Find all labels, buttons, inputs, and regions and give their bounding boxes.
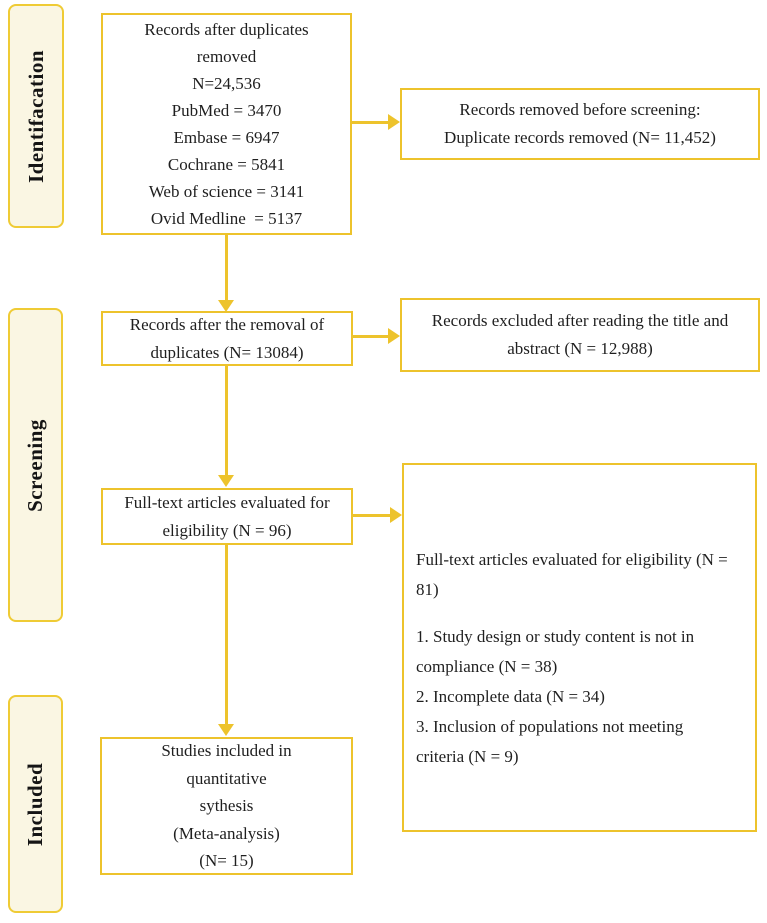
box-studies-included-line: sythesis — [199, 796, 254, 816]
box-records-excluded-title-abstract-line: abstract (N = 12,988) — [507, 339, 653, 358]
box-records-after-duplicates-line: PubMed = 3470 — [171, 101, 282, 120]
arrow-box3-to-box4-head — [218, 724, 234, 736]
stage-screening-label: Screening — [23, 418, 47, 512]
box-fulltext-evaluated-line: Full-text articles evaluated for — [124, 492, 330, 512]
arrow-box1-to-box2-head — [218, 300, 234, 312]
arrow-box3-to-exclusions-line — [353, 514, 390, 517]
box-studies-included-line: (N= 15) — [199, 851, 254, 871]
box-fulltext-exclusions-line: compliance (N = 38) — [416, 657, 558, 676]
arrow-box1-to-removed-head — [388, 114, 400, 130]
box-studies-included-line: Studies included in — [161, 741, 292, 761]
box-fulltext-evaluated: Full-text articles evaluated for eligibi… — [101, 488, 353, 545]
box-records-after-duplicates-line: Cochrane = 5841 — [167, 155, 286, 174]
box-studies-included: Studies included in quantitative sythesi… — [100, 737, 353, 875]
arrow-box2-to-excluded-head — [388, 328, 400, 344]
arrow-box2-to-box3-head — [218, 475, 234, 487]
arrow-box2-to-excluded-line — [353, 335, 388, 338]
box-records-after-removal-line: Records after the removal of — [129, 314, 325, 334]
box-fulltext-exclusions-line: 2. Incomplete data (N = 34) — [416, 687, 605, 706]
stage-screening: Screening — [8, 308, 63, 622]
box-records-removed-before-screening-line: Records removed before screening: — [459, 100, 701, 119]
box-records-after-duplicates-line: Ovid Medline = 5137 — [150, 209, 303, 228]
stage-included-label: Included — [23, 762, 47, 846]
box-records-after-duplicates-line: Embase = 6947 — [173, 128, 280, 147]
box-fulltext-exclusions: Full-text articles evaluated for eligibi… — [402, 463, 757, 832]
arrow-box2-to-box3-line — [225, 366, 228, 476]
box-records-excluded-title-abstract: Records excluded after reading the title… — [400, 298, 760, 372]
box-records-excluded-title-abstract-line: Records excluded after reading the title… — [431, 311, 729, 330]
arrow-box1-to-removed-line — [352, 121, 388, 124]
box-studies-included-line: quantitative — [186, 768, 267, 788]
box-records-after-removal: Records after the removal of duplicates … — [101, 311, 353, 366]
box-fulltext-exclusions-line: 1. Study design or study content is not … — [416, 627, 695, 646]
box-records-after-removal-line: duplicates (N= 13084) — [150, 342, 304, 362]
box-fulltext-evaluated-line: eligibility (N = 96) — [162, 520, 292, 540]
box-records-after-duplicates-line: N=24,536 — [192, 74, 261, 93]
stage-included: Included — [8, 695, 63, 913]
arrow-box3-to-box4-line — [225, 545, 228, 725]
box-records-after-duplicates: Records after duplicates removed N=24,53… — [101, 13, 352, 235]
stage-identification: Identifacation — [8, 4, 64, 228]
blank-line-spacer — [416, 605, 741, 622]
box-records-after-duplicates-line: Web of science = 3141 — [148, 182, 305, 201]
arrow-box1-to-box2-line — [225, 235, 228, 301]
box-studies-included-line: (Meta-analysis) — [173, 823, 280, 843]
box-records-removed-before-screening-line: Duplicate records removed (N= 11,452) — [444, 128, 716, 147]
box-records-after-duplicates-line: removed — [196, 47, 257, 66]
box-records-after-duplicates-line: Records after duplicates — [144, 20, 309, 39]
box-records-removed-before-screening: Records removed before screening: Duplic… — [400, 88, 760, 160]
stage-identification-label: Identifacation — [23, 49, 48, 183]
box-fulltext-exclusions-line: Full-text articles evaluated for eligibi… — [416, 550, 728, 569]
box-fulltext-exclusions-line: criteria (N = 9) — [416, 747, 519, 766]
arrow-box3-to-exclusions-head — [390, 507, 402, 523]
box-fulltext-exclusions-line: 3. Inclusion of populations not meeting — [416, 717, 684, 736]
box-fulltext-exclusions-line: 81) — [416, 580, 439, 599]
